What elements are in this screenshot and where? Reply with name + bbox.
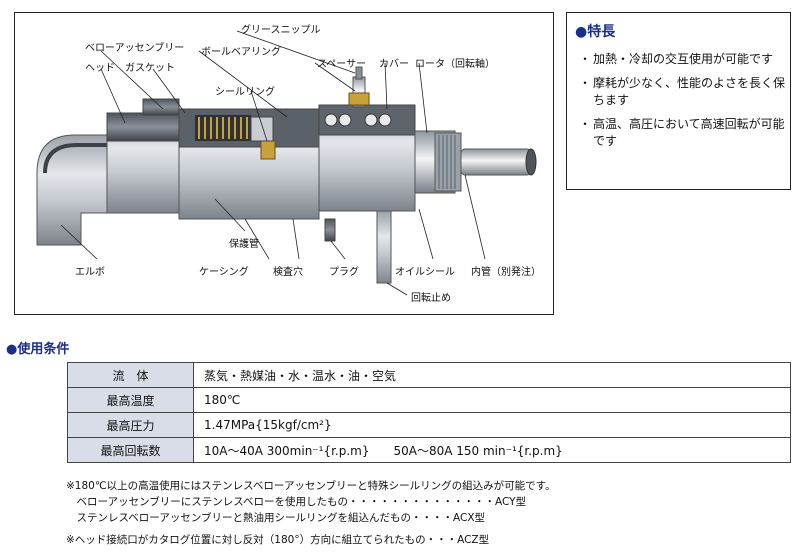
row-key: 最高温度	[67, 387, 194, 413]
row-key: 最高圧力	[67, 412, 194, 438]
row-value: 10A～40A 300min⁻¹{r.p.m} 50A～80A 150 min⁻…	[193, 437, 791, 463]
casing-part	[178, 108, 320, 220]
rotary-joint-cutaway	[36, 30, 537, 296]
label-gasket: ガスケット	[125, 63, 175, 74]
label-ball-bearing: ボールベアリング	[201, 47, 281, 58]
table-row: 最高温度 180℃	[67, 387, 791, 413]
label-oil-seal: オイルシール	[395, 267, 455, 278]
label-protective-tube: 保護管	[229, 239, 259, 250]
conditions-table: 流 体 蒸気・熱媒油・水・温水・油・空気 最高温度 180℃ 最高圧力 1.47…	[67, 362, 791, 463]
label-plug: プラグ	[329, 267, 359, 278]
label-inner-pipe: 内管（別発注）	[471, 267, 541, 278]
rotor-shaft-part	[414, 130, 537, 194]
table-row: 最高回転数 10A～40A 300min⁻¹{r.p.m} 50A～80A 15…	[67, 437, 791, 463]
leader-lines	[60, 30, 486, 296]
label-spacer: スペーサー	[317, 59, 367, 70]
rotation-stop-part	[376, 210, 392, 284]
elbow-part	[36, 134, 108, 246]
cover-part	[318, 104, 416, 212]
label-bellows-assembly: ベローアッセンブリー	[85, 43, 185, 54]
table-row: 流 体 蒸気・熱媒油・水・温水・油・空気	[67, 362, 791, 388]
label-rotation-stop: 回転止め	[411, 293, 451, 304]
features-title: ●特長	[575, 24, 616, 40]
plug-part	[324, 218, 336, 242]
table-row: 最高圧力 1.47MPa{15kgf/cm²}	[67, 412, 791, 438]
row-value: 1.47MPa{15kgf/cm²}	[193, 412, 791, 438]
features-box: ●特長 ・加熱・冷却の交互使用が可能です ・摩耗が少なく、性能のよさを長く保ちま…	[566, 12, 791, 190]
label-cover: カバー	[379, 59, 409, 70]
seal-ring-part	[260, 140, 276, 160]
note-line: ベローアッセンブリーにステンレスベローを使用したもの・・・・・・・・・・・・・・…	[66, 496, 527, 508]
label-inspection-hole: 検査穴	[273, 267, 303, 278]
grease-nipple-part	[348, 66, 370, 108]
label-grease-nipple: グリースニップル	[241, 25, 321, 36]
label-head: ヘッド	[85, 63, 115, 74]
feature-item: ・加熱・冷却の交互使用が可能です	[579, 52, 774, 66]
conditions-title: ●使用条件	[6, 342, 70, 357]
label-elbow: エルボ	[75, 267, 105, 278]
feature-item: ・摩耗が少なく、性能のよさを長く保ちます	[579, 76, 786, 107]
label-casing: ケーシング	[199, 267, 249, 278]
label-rotor: ロータ（回転軸）	[415, 59, 495, 70]
row-key: 最高回転数	[67, 437, 194, 463]
note-line: ※ヘッド接続口がカタログ位置に対し反対（180°）方向に組立てられたもの・・・A…	[66, 534, 490, 546]
row-key: 流 体	[67, 362, 194, 388]
row-value: 蒸気・熱媒油・水・温水・油・空気	[193, 362, 791, 388]
diagram-frame: グリースニップル ベローアッセンブリー ボールベアリング ヘッド ガスケット ス…	[14, 12, 554, 315]
label-seal-ring: シールリング	[215, 87, 275, 98]
note-line: ※180℃以上の高温使用にはステンレスベローアッセンブリーと特殊シールリングの組…	[66, 480, 556, 492]
head-part	[106, 98, 180, 214]
bellows-coil	[195, 115, 251, 141]
notes-block: ※180℃以上の高温使用にはステンレスベローアッセンブリーと特殊シールリングの組…	[66, 478, 556, 548]
features-list: ・加熱・冷却の交互使用が可能です ・摩耗が少なく、性能のよさを長く保ちます ・高…	[577, 51, 785, 157]
note-line: ステンレスベローアッセンブリーと熱油用シールリングを組込んだもの・・・・ACX型	[66, 512, 486, 524]
feature-item: ・高温、高圧において高速回転が可能です	[579, 117, 785, 148]
row-value: 180℃	[193, 387, 791, 413]
